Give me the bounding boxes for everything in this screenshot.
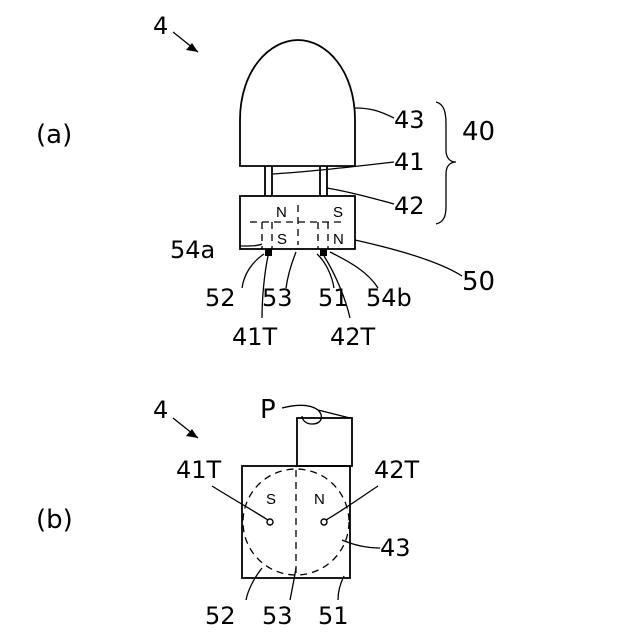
label-b-51: 51 [318,602,349,630]
brace-40 [436,102,456,224]
label-51: 51 [318,284,349,312]
pole-b-right: N [314,491,325,508]
leader-52 [242,254,264,288]
leader-54b [330,252,378,288]
leg-41 [265,166,272,196]
label-b-42T: 42T [374,456,420,484]
rotation-arrow-tail [318,410,350,418]
leader-43 [355,108,394,118]
terminal-41T [265,249,272,256]
label-b-43: 43 [380,534,411,562]
leader-53 [286,252,296,288]
leader-b-51 [338,576,344,600]
label-b-41T: 41T [176,456,222,484]
leader-b-52 [246,568,262,600]
rotation-arrow-P [282,405,321,424]
label-53: 53 [262,284,293,312]
figure-a: 4 (a) N S S N [36,12,495,351]
fig-b-panel-label: (b) [36,505,73,535]
label-43: 43 [394,106,425,134]
fig-a-panel-label: (a) [36,120,72,150]
top-projection [297,418,352,466]
leader-54a [240,244,262,246]
label-42: 42 [394,192,425,220]
label-42T: 42T [330,323,376,351]
leader-b-43 [342,540,380,548]
leader-b-42T [326,486,378,520]
label-b-52: 52 [205,602,236,630]
leader-41 [272,162,394,174]
label-40: 40 [462,117,495,147]
pole-b-left: S [266,491,276,508]
label-52: 52 [205,284,236,312]
label-41: 41 [394,148,425,176]
label-50: 50 [462,267,495,297]
pole-right-top: S [333,204,343,221]
pole-right-bottom: N [333,231,344,248]
terminal-42T [320,249,327,256]
label-54a: 54a [170,236,215,264]
label-P: P [260,395,276,425]
figure-b: 4 (b) P S N 41T 42T 43 52 [36,395,420,630]
fig-b-ref-4: 4 [153,396,168,424]
dome-43 [240,40,355,166]
leader-b-41T [212,486,268,520]
leader-b-53 [290,568,296,600]
label-54b: 54b [366,284,412,312]
label-41T: 41T [232,323,278,351]
pole-left-bottom: S [277,231,287,248]
pole-left-top: N [276,204,287,221]
fig-a-ref-4: 4 [153,12,168,40]
leader-50 [355,240,462,276]
label-b-53: 53 [262,602,293,630]
